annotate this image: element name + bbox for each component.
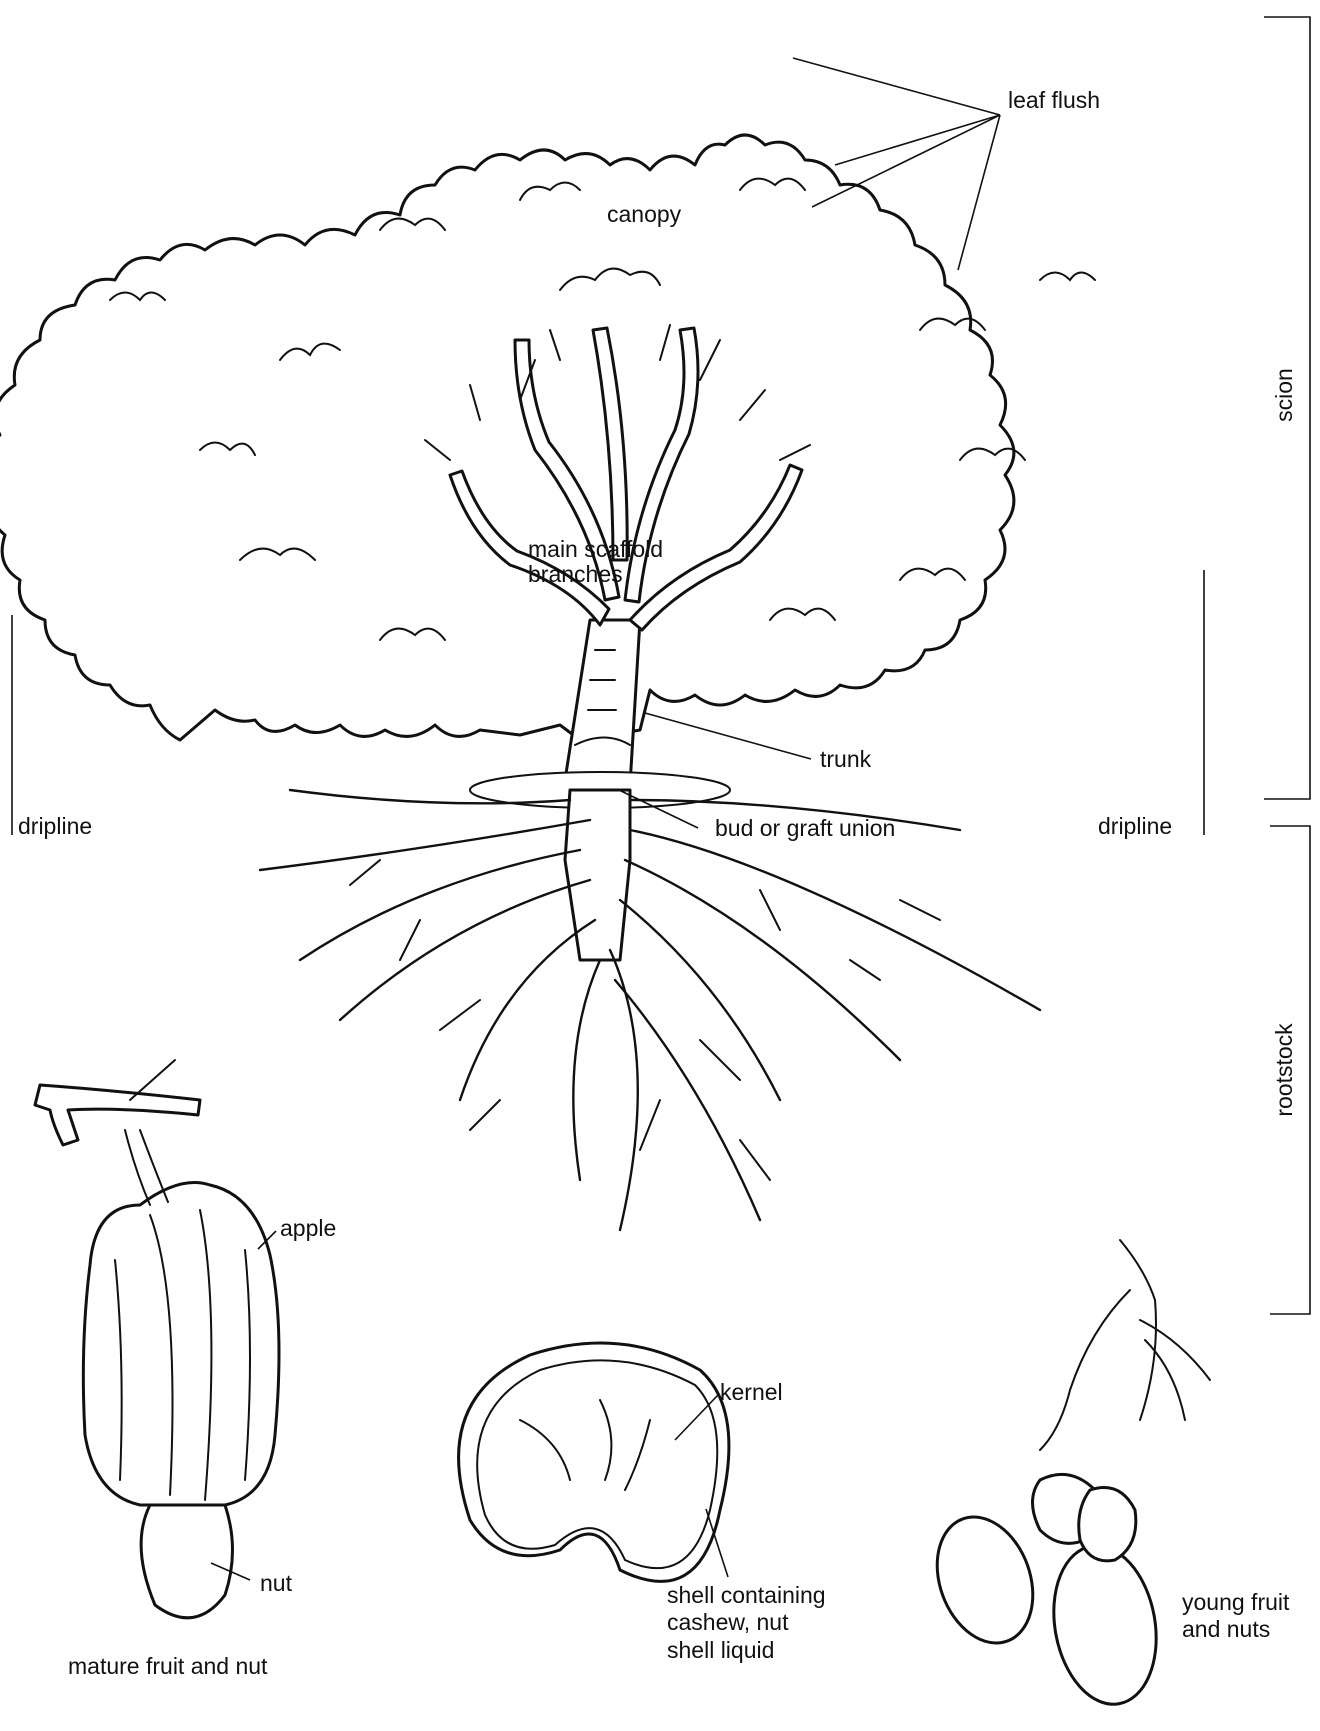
young-fruit-2 [1042,1538,1168,1713]
canopy-label: canopy [607,201,682,227]
shell-outer [459,1343,729,1581]
leaf-flush-leader-2 [835,115,1000,165]
trunk-leader [645,713,811,759]
young-branch [1040,1240,1210,1450]
leaf-flush-leader-4 [958,115,1000,270]
leaf-flush-leader-3 [812,115,1000,207]
young-fruit-illustration [920,1240,1210,1712]
shell-cross-section-illustration [459,1343,729,1581]
root [260,790,600,1180]
shell-label-1: shell containing [667,1582,826,1608]
young-apple [1079,1488,1136,1561]
shell-label-2: cashew, nut [667,1609,789,1635]
kernel-label: kernel [720,1379,783,1405]
young-fruit-label-2: and nuts [1182,1616,1270,1642]
mature-fruit-illustration [35,1060,279,1618]
rootlet [350,860,940,1180]
scion-label: scion [1271,368,1297,422]
main-scaffold-label-1: main scaffold [528,536,663,562]
canopy-tuft [1040,273,1095,281]
young-fruit-1 [920,1504,1049,1657]
main-scaffold-label-2: branches [528,561,623,587]
canopy-outline [0,135,1014,740]
leaf-flush-leader-1 [793,58,1000,115]
nut-label: nut [260,1570,293,1596]
rootstock-label: rootstock [1271,1023,1297,1117]
apple-label: apple [280,1215,336,1241]
trunk-label: trunk [820,746,872,772]
mature-caption: mature fruit and nut [68,1653,268,1679]
leaf-flush-label: leaf flush [1008,87,1100,113]
bud-graft-label: bud or graft union [715,815,895,841]
root [610,800,1040,1230]
dripline-left-label: dripline [18,813,92,839]
rootstock-illustration [260,772,1040,1230]
young-fruit-label-1: young fruit [1182,1589,1290,1615]
fruit-stalk-branch [35,1085,200,1145]
cashew-nut-shape [141,1505,232,1618]
shell-label-3: shell liquid [667,1637,774,1663]
dripline-right-label: dripline [1098,813,1172,839]
